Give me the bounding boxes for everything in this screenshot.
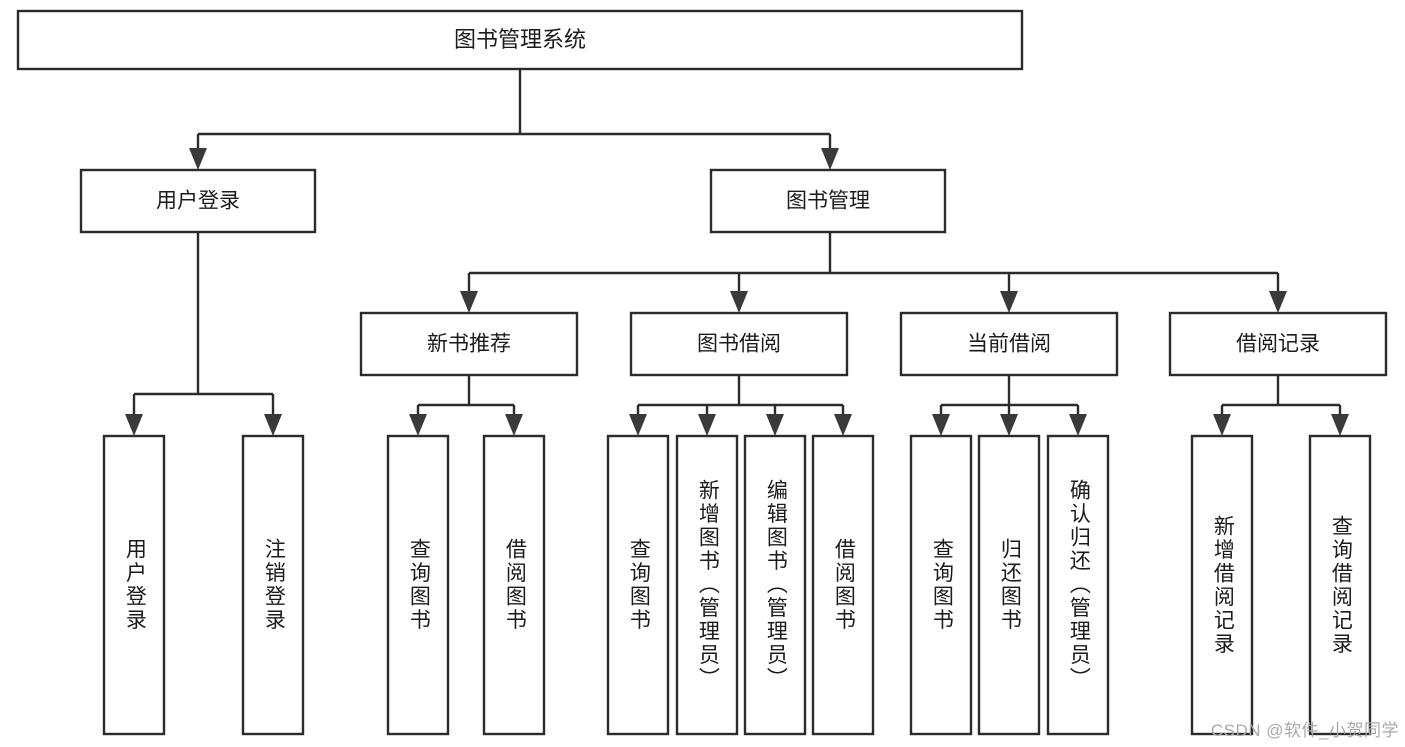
- node-current-borrow[interactable]: [899, 311, 1119, 377]
- node-new-book-recommend[interactable]: [359, 311, 579, 377]
- node-leaf-new-book-0[interactable]: [386, 434, 450, 736]
- arrow-head-icon: [821, 148, 839, 170]
- arrow-head-icon: [730, 291, 748, 313]
- arrow-head-icon: [766, 414, 784, 436]
- arrow-head-icon: [264, 414, 282, 436]
- node-leaf-book-borrow-0[interactable]: [606, 434, 670, 736]
- arrow-head-icon: [409, 414, 427, 436]
- arrow-head-icon: [1000, 291, 1018, 313]
- arrow-head-icon: [460, 291, 478, 313]
- node-leaf-book-borrow-2[interactable]: [743, 434, 807, 736]
- arrow-head-icon: [189, 148, 207, 170]
- arrow-head-icon: [834, 414, 852, 436]
- arrow-head-icon: [1269, 291, 1287, 313]
- arrow-head-icon: [1069, 414, 1087, 436]
- arrow-head-icon: [698, 414, 716, 436]
- arrow-head-icon: [1213, 414, 1231, 436]
- node-borrow-record-label: 借阅记录: [1236, 333, 1320, 356]
- node-leaf-current-borrow-0[interactable]: [909, 434, 973, 736]
- node-leaf-new-book-1[interactable]: [482, 434, 546, 736]
- arrow-head-icon: [1331, 414, 1349, 436]
- arrow-head-icon: [1000, 414, 1018, 436]
- node-new-book-recommend-label: 新书推荐: [427, 333, 511, 356]
- node-leaf-book-borrow-3[interactable]: [811, 434, 875, 736]
- node-root-label: 图书管理系统: [454, 27, 586, 52]
- watermark: CSDN @软件_小贺同学: [1210, 721, 1399, 740]
- node-leaf-borrow-record-1[interactable]: [1308, 434, 1372, 736]
- node-book-borrow-label: 图书借阅: [697, 333, 781, 356]
- arrow-head-icon: [505, 414, 523, 436]
- node-leaf-user-login-1[interactable]: [241, 434, 305, 736]
- node-book-borrow[interactable]: [629, 311, 849, 377]
- arrow-head-icon: [932, 414, 950, 436]
- node-leaf-borrow-record-0[interactable]: [1190, 434, 1254, 736]
- node-leaf-current-borrow-2[interactable]: [1046, 434, 1110, 736]
- node-borrow-record[interactable]: [1168, 311, 1388, 377]
- node-root[interactable]: [16, 9, 1024, 71]
- node-user-login-label: 用户登录: [156, 190, 240, 213]
- arrow-head-icon: [125, 414, 143, 436]
- node-leaf-book-borrow-1[interactable]: [675, 434, 739, 736]
- node-book-manage[interactable]: [709, 168, 947, 234]
- node-leaf-current-borrow-1[interactable]: [977, 434, 1041, 736]
- node-user-login[interactable]: [79, 168, 317, 234]
- node-leaf-user-login-0[interactable]: [102, 434, 166, 736]
- arrow-head-icon: [629, 414, 647, 436]
- node-book-manage-label: 图书管理: [786, 190, 870, 213]
- node-current-borrow-label: 当前借阅: [967, 333, 1051, 356]
